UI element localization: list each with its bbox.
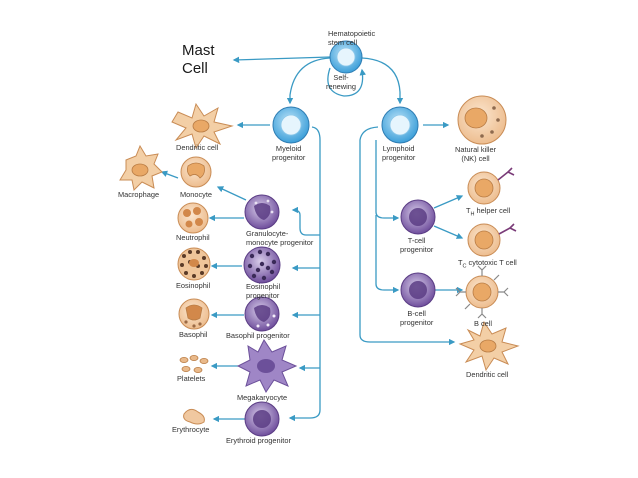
mast-line-2: Cell xyxy=(182,60,208,77)
eosinophil-progenitor-label: Eosinophil progenitor xyxy=(246,282,281,300)
hematopoietic-stem-cell xyxy=(329,40,363,74)
megakaryocyte-cell xyxy=(236,339,298,393)
eosinophil-label: Eosinophil xyxy=(176,281,211,290)
tc-cytotoxic-cell xyxy=(467,223,517,257)
self-line-1: Self- xyxy=(333,73,349,82)
myeloid-line-2: progenitor xyxy=(272,152,306,162)
hematopoietic-stem-cell-label: Hematopoietic stem cell xyxy=(328,29,376,47)
arrow-t-to-tc xyxy=(433,225,464,239)
nk-line-2: (NK) cell xyxy=(461,153,490,163)
arrow-to-mast-cell xyxy=(232,56,331,64)
bprog-line-1: B-cell xyxy=(407,309,426,318)
lymphoid-progenitor-cell xyxy=(381,106,419,144)
stem-line-1: Hematopoietic xyxy=(328,29,376,38)
lymphoid-progenitor-label: Lymphoid progenitor xyxy=(382,144,416,162)
basophil-progenitor-cell xyxy=(244,296,280,332)
self-line-2: renewing xyxy=(326,81,356,91)
self-renewing-loop xyxy=(327,67,367,97)
neutrophil-label: Neutrophil xyxy=(176,233,210,242)
natural-killer-cell xyxy=(457,95,507,145)
self-renewing-label: Self- renewing xyxy=(326,73,356,91)
gm-line-1: Granulocyte- xyxy=(246,229,289,238)
myeloid-line-1: Myeloid xyxy=(275,144,302,153)
basophil-progenitor-label: Basophil progenitor xyxy=(226,331,290,340)
macrophage-cell xyxy=(119,144,163,192)
dendritic-cell-right-label: Dendritic cell xyxy=(466,370,509,379)
th-helper-label: TH helper cell xyxy=(466,206,511,219)
connector-arrows xyxy=(160,56,464,423)
tprog-line-2: progenitor xyxy=(400,244,434,254)
th-rest: helper cell xyxy=(474,206,511,215)
arrow-to-t-progenitor xyxy=(375,140,400,222)
arrow-stem-to-lymphoid xyxy=(361,57,404,105)
macrophage-label: Macrophage xyxy=(118,190,160,199)
eos-prog-line-1: Eosinophil xyxy=(246,282,281,291)
myeloid-progenitor-cell xyxy=(272,106,310,144)
b-cell xyxy=(455,265,509,319)
eos-prog-line-2: progenitor xyxy=(246,290,280,300)
lymphoid-line-1: Lymphoid xyxy=(382,144,415,153)
bprog-line-2: progenitor xyxy=(400,317,434,327)
th-helper-cell xyxy=(467,167,515,205)
platelets-label: Platelets xyxy=(177,374,206,383)
tprog-line-1: T-cell xyxy=(407,236,426,245)
arrow-gm-to-monocyte xyxy=(216,186,247,201)
lymphoid-line-2: progenitor xyxy=(382,152,416,162)
t-cell-progenitor-label: T-cell progenitor xyxy=(400,236,434,254)
dendritic-cell-left xyxy=(171,102,234,150)
platelets-cells xyxy=(179,354,209,373)
erythrocyte-label: Erythrocyte xyxy=(172,425,210,434)
arrow-stem-to-myeloid xyxy=(286,57,331,105)
mast-line-1: Mast xyxy=(182,42,215,59)
erythroid-progenitor-label: Erythroid progenitor xyxy=(226,436,291,445)
monocyte-label: Monocyte xyxy=(180,190,213,199)
th-subscript: H xyxy=(470,211,475,218)
tc-cytotoxic-label: TC cytotoxic T cell xyxy=(458,258,517,271)
t-cell-progenitor-cell xyxy=(400,199,436,235)
eosinophil-cell xyxy=(177,247,211,281)
megakaryocyte-label: Megakaryocyte xyxy=(237,393,288,402)
gm-line-2: monocyte progenitor xyxy=(246,237,314,247)
th-symbol: T xyxy=(466,206,471,215)
erythroid-progenitor-cell xyxy=(244,401,280,437)
gm-progenitor-label: Granulocyte- monocyte progenitor xyxy=(246,229,314,247)
b-cell-progenitor-cell xyxy=(400,272,436,308)
eosinophil-progenitor-cell xyxy=(243,246,281,284)
myeloid-progenitor-label: Myeloid progenitor xyxy=(272,144,306,162)
b-cell-label: B cell xyxy=(474,319,493,328)
myeloid-trunk xyxy=(288,126,321,422)
arrow-t-to-th xyxy=(433,195,464,209)
monocyte-cell xyxy=(180,156,212,188)
neutrophil-cell xyxy=(177,202,209,234)
tc-symbol: T xyxy=(458,258,463,267)
nk-cell-label: Natural killer (NK) cell xyxy=(455,145,497,163)
granulocyte-monocyte-progenitor-cell xyxy=(244,194,280,230)
stem-line-2: stem cell xyxy=(328,37,358,47)
tc-subscript: C xyxy=(462,263,467,270)
b-cell-progenitor-label: B-cell progenitor xyxy=(400,309,434,327)
dendritic-cell-left-label: Dendritic cell xyxy=(176,143,219,152)
nk-line-1: Natural killer xyxy=(455,145,497,154)
arrow-to-b-progenitor xyxy=(375,215,400,294)
basophil-cell xyxy=(178,298,210,330)
tc-rest: cytotoxic T cell xyxy=(466,258,517,267)
lymphoid-trunk xyxy=(359,126,456,346)
arrow-monocyte-to-macrophage xyxy=(160,170,179,179)
erythrocyte-cell xyxy=(183,408,205,425)
arrow-to-gm-progenitor xyxy=(291,206,320,236)
dendritic-cell-right xyxy=(458,320,520,372)
mast-cell-label: Mast Cell xyxy=(182,42,215,78)
basophil-label: Basophil xyxy=(179,330,208,339)
